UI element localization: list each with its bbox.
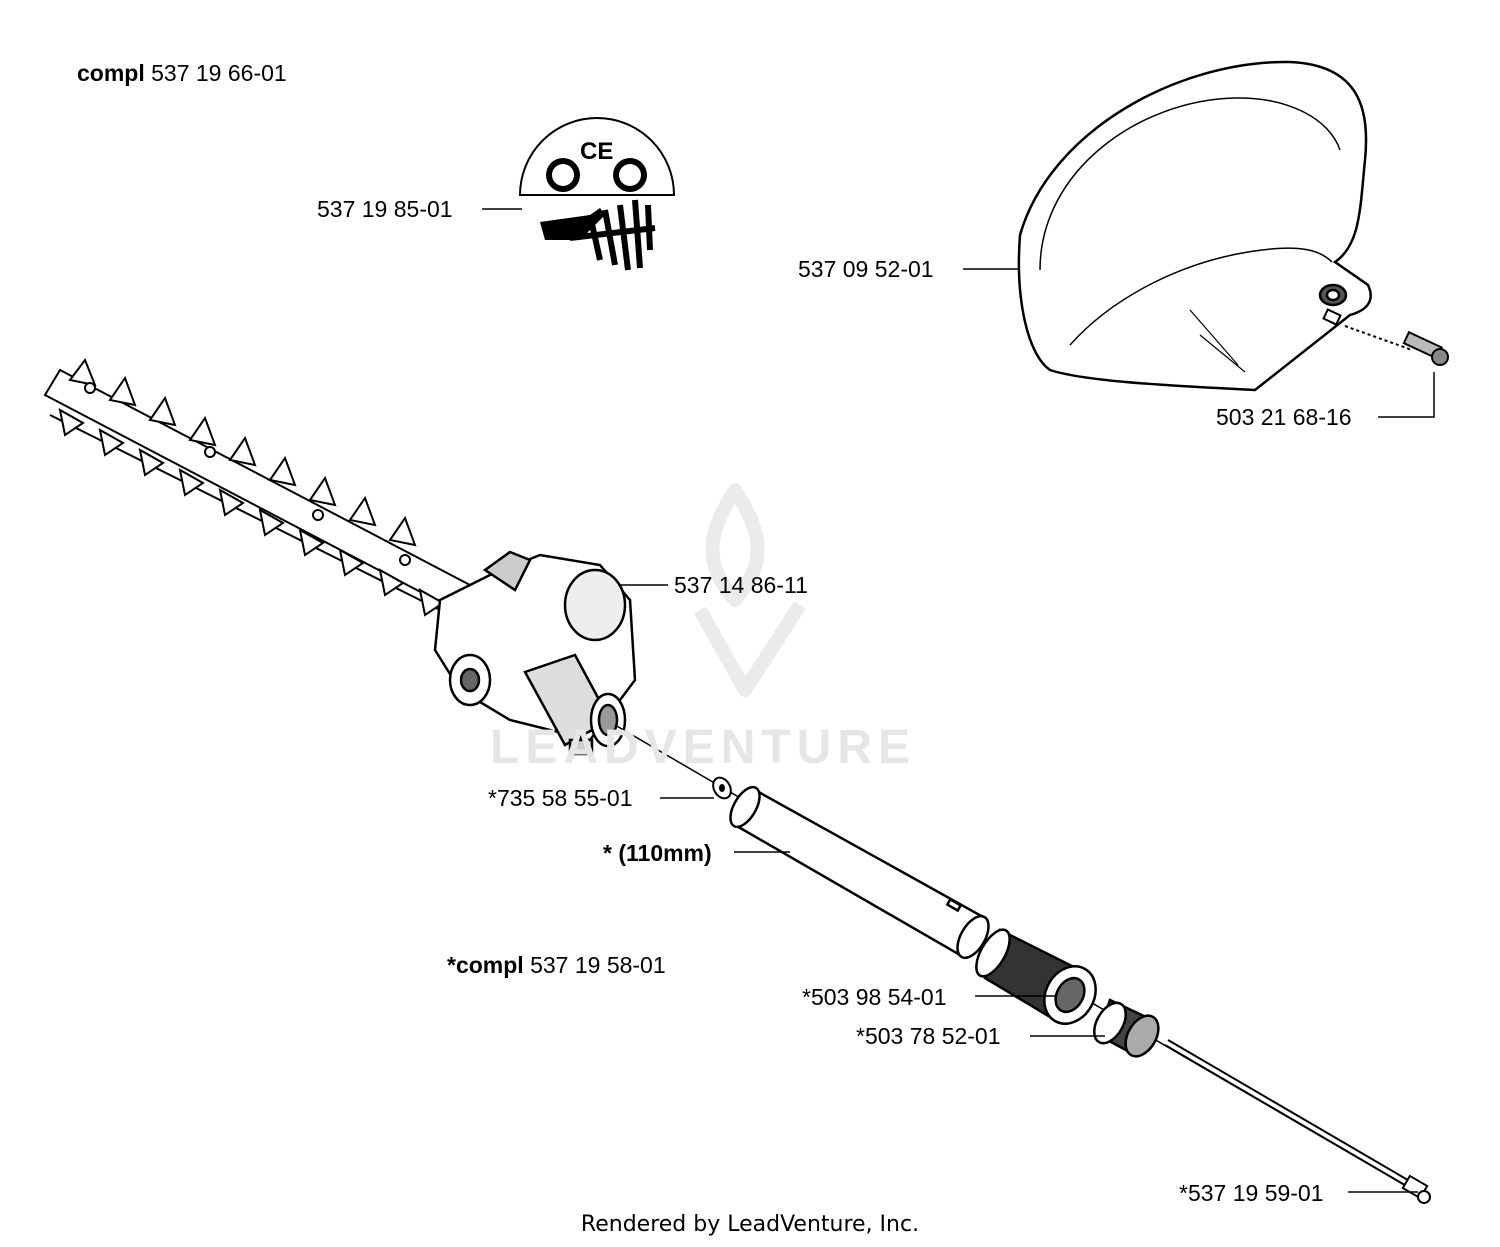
sleeve-drawing <box>1093 998 1160 1058</box>
label-compl-main-prefix: compl <box>77 60 145 86</box>
label-compl-sub-prefix: *compl <box>447 952 524 978</box>
washer-drawing <box>712 776 732 800</box>
watermark-text: LEADVENTURE <box>490 721 917 774</box>
ce-mark: CE <box>580 138 614 165</box>
label-gearbox: 537 14 86-11 <box>674 572 808 598</box>
gearbox-drawing <box>433 550 637 756</box>
label-compl-sub: *compl 537 19 58-01 <box>447 952 666 978</box>
drive-shaft-drawing <box>1164 1039 1431 1204</box>
label-compl-main: compl 537 19 66-01 <box>77 60 287 86</box>
label-decal: 537 19 85-01 <box>317 196 453 222</box>
label-sleeve: *503 78 52-01 <box>856 1023 1001 1049</box>
label-compl-sub-number: 537 19 58-01 <box>530 952 666 978</box>
label-drive-shaft: *537 19 59-01 <box>1179 1180 1324 1206</box>
label-tube-length: * (110mm) <box>603 840 712 866</box>
tube-drawing <box>729 785 990 960</box>
blade-drawing <box>43 357 472 621</box>
label-guard-screw: 503 21 68-16 <box>1216 404 1352 430</box>
guard-drawing <box>1017 60 1372 392</box>
label-compl-main-number: 537 19 66-01 <box>151 60 287 86</box>
leader-lines <box>482 208 1435 1193</box>
label-tube-length-text: * (110mm) <box>603 840 712 866</box>
decal-drawing <box>518 117 676 271</box>
watermark-logo <box>693 483 806 697</box>
bushing-drawing <box>975 928 1097 1025</box>
label-bushing: *503 98 54-01 <box>802 984 947 1010</box>
footer-credit: Rendered by LeadVenture, Inc. <box>580 1212 920 1237</box>
guard-screw-drawing <box>1322 308 1449 366</box>
label-guard: 537 09 52-01 <box>798 256 934 282</box>
label-washer: *735 58 55-01 <box>488 785 633 811</box>
